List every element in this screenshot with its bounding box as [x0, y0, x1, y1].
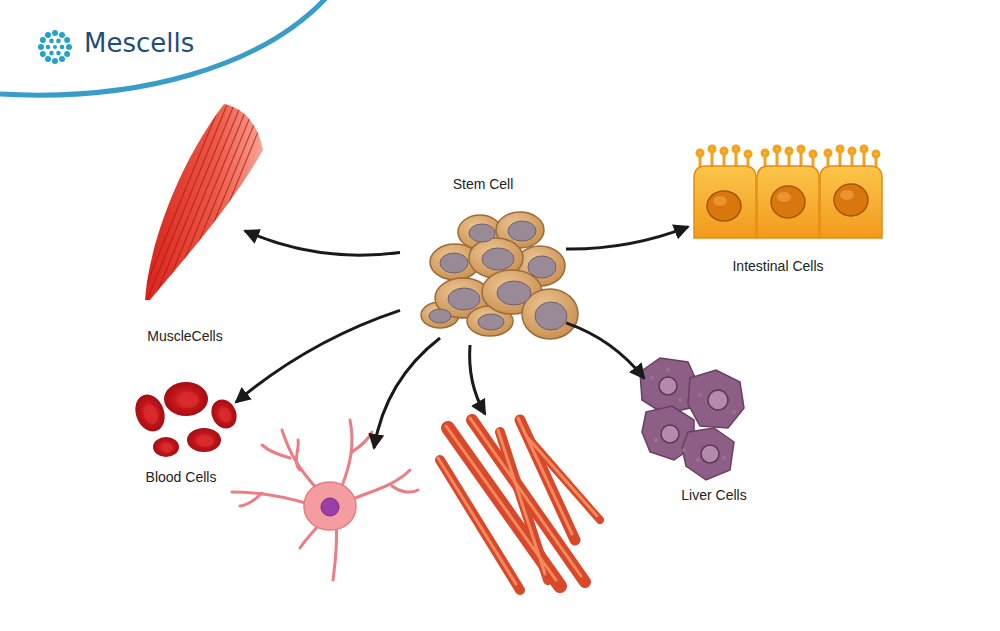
- cell-label: Liver Cells: [681, 487, 746, 504]
- cell-node: Blood Cells: [126, 380, 236, 486]
- muscle-body: [145, 104, 263, 300]
- differentiation-arrow: [236, 310, 400, 402]
- liver-nuclei: [659, 377, 728, 463]
- intestinal-nuclei: [707, 184, 868, 221]
- cell-node: MuscleCells: [125, 100, 245, 345]
- cell-label: Blood Cells: [146, 469, 217, 486]
- logo-mark: [38, 30, 72, 64]
- intestinal-cell-bodies: [694, 166, 882, 238]
- red-blood-cells: [130, 382, 241, 457]
- nerve-nucleus: [321, 498, 339, 516]
- intestinal-cells-illustration: [694, 146, 882, 238]
- cell-label: Stem Cell: [453, 176, 514, 193]
- cell-label: Intestinal Cells: [732, 258, 823, 275]
- blood-cell-centers: [141, 392, 234, 453]
- differentiation-arrow: [566, 323, 644, 378]
- liver-texture: [650, 368, 736, 462]
- cell-label: MuscleCells: [147, 328, 222, 345]
- muscle-striations: [140, 100, 271, 300]
- cell-node: Liver Cells: [644, 352, 784, 504]
- arrow-to-fibres: [470, 345, 485, 414]
- dendrites: [232, 420, 418, 580]
- stem-cell-cluster: [421, 212, 578, 339]
- unlabelled-arrows: [374, 338, 485, 448]
- blood-cells-illustration: [130, 382, 241, 457]
- cell-node: Intestinal Cells: [688, 146, 868, 275]
- header-band: [0, 0, 326, 96]
- fibre-highlights: [438, 418, 597, 584]
- brand-name: Mescells: [84, 28, 194, 58]
- header-curve: [0, 0, 326, 95]
- differentiation-arrow: [566, 227, 688, 249]
- fibre-strands: [440, 420, 600, 590]
- liver-cells-illustration: [640, 358, 744, 480]
- nerve-cell-body: [304, 482, 356, 530]
- arrow-to-nerve: [374, 338, 440, 448]
- stem-cell-nuclei: [429, 221, 567, 330]
- muscle-fibres-illustration: [438, 418, 600, 590]
- liver-cell-bodies: [640, 358, 744, 480]
- nerve-cell-illustration: [232, 420, 418, 580]
- nucleus-highlights: [713, 190, 854, 206]
- differentiation-arrow: [245, 231, 400, 255]
- muscle-cell-illustration: [140, 100, 271, 300]
- cell-node: Stem Cell: [400, 176, 566, 352]
